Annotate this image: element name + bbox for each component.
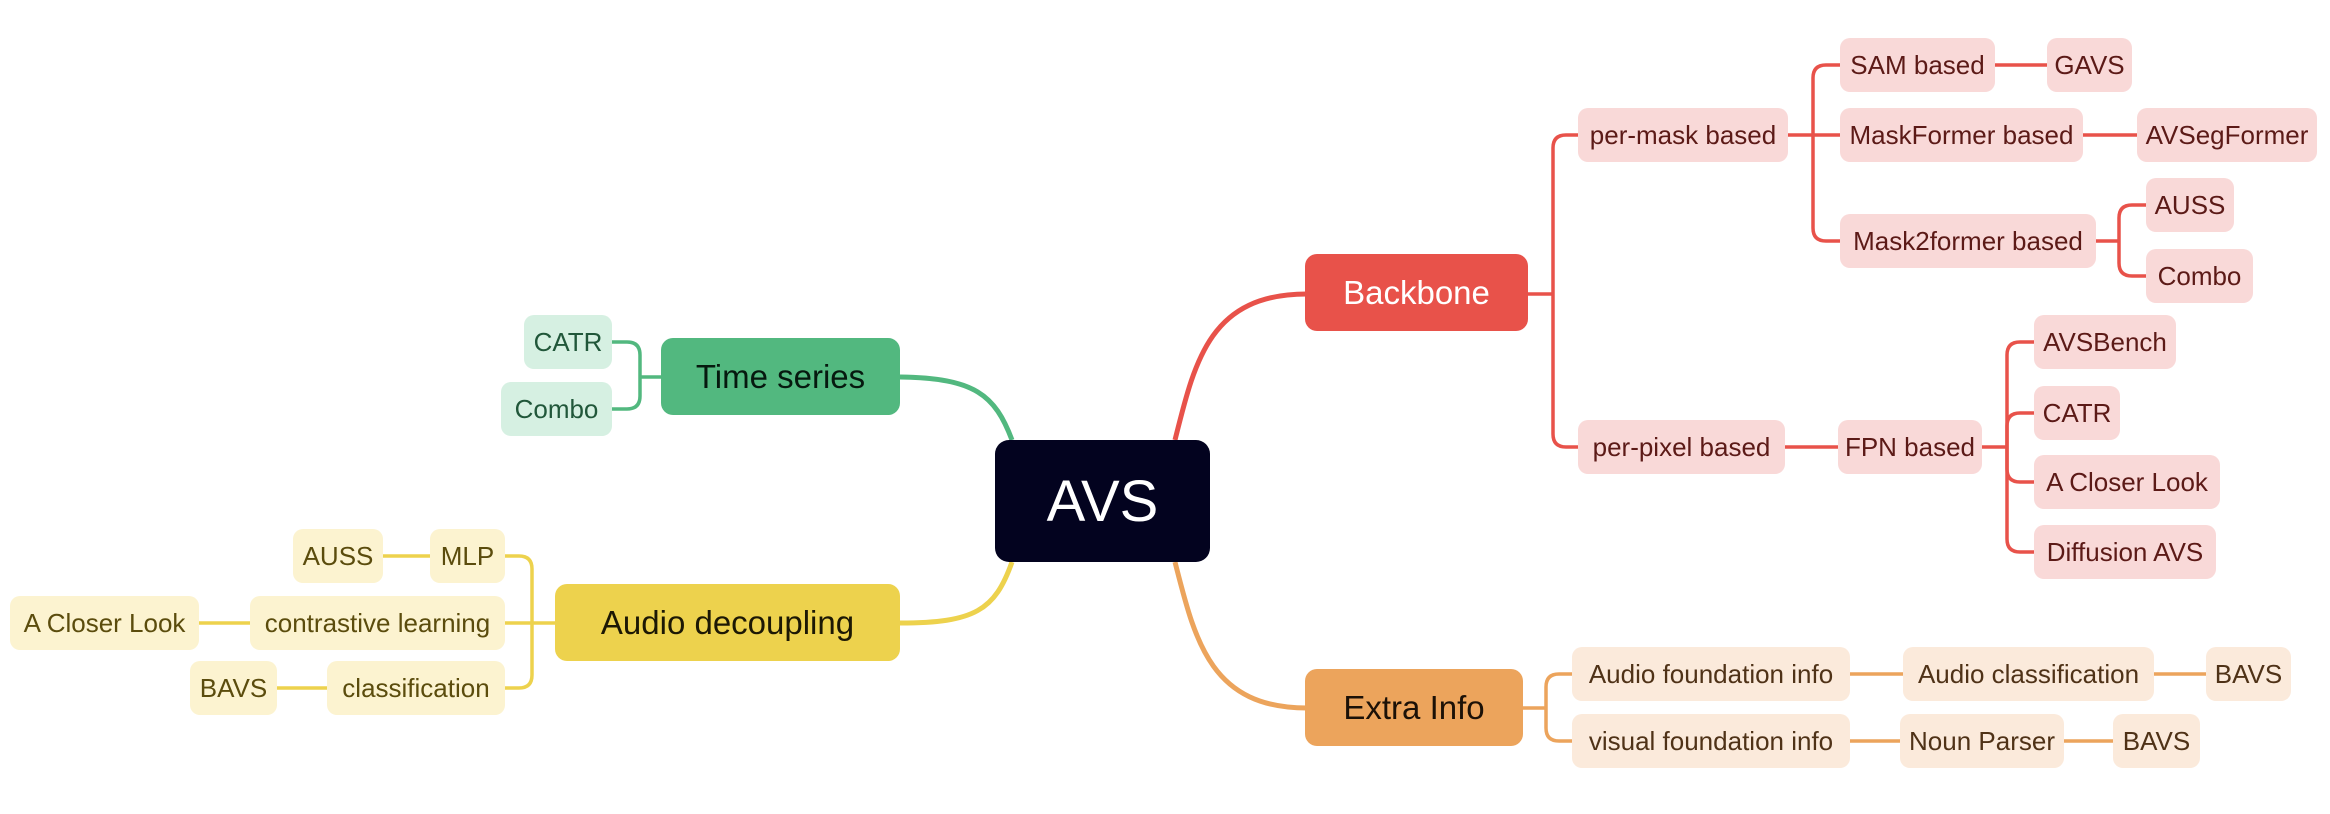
avsegformer-node[interactable]: AVSegFormer: [2137, 108, 2317, 162]
audio-decoupling-node[interactable]: Audio decoupling: [555, 584, 900, 661]
audio-classification-node[interactable]: Audio classification: [1903, 647, 2154, 701]
combo-node-time-series[interactable]: Combo: [501, 382, 612, 436]
link-root-extra-info: [1172, 561, 1308, 711]
classification-node[interactable]: classification: [327, 661, 505, 715]
auss-node[interactable]: AUSS: [2146, 178, 2234, 232]
audio-foundation-info-node[interactable]: Audio foundation info: [1572, 647, 1850, 701]
extra-info-node[interactable]: Extra Info: [1305, 669, 1523, 746]
catr-node[interactable]: CATR: [2034, 386, 2120, 440]
fpn-based-node[interactable]: FPN based: [1838, 420, 1982, 474]
diffusion-avs-node[interactable]: Diffusion AVS: [2034, 525, 2216, 579]
a-closer-look-node[interactable]: A Closer Look: [2034, 455, 2220, 509]
visual-foundation-info-node[interactable]: visual foundation info: [1572, 714, 1850, 768]
backbone-node[interactable]: Backbone: [1305, 254, 1528, 331]
per-pixel-based-node[interactable]: per-pixel based: [1578, 420, 1785, 474]
per-mask-based-node[interactable]: per-mask based: [1578, 108, 1788, 162]
auss-node-decoupling[interactable]: AUSS: [293, 529, 383, 583]
root-node[interactable]: AVS: [995, 440, 1210, 562]
gavs-node[interactable]: GAVS: [2047, 38, 2132, 92]
bavs-node-audio[interactable]: BAVS: [2206, 647, 2291, 701]
time-series-node[interactable]: Time series: [661, 338, 900, 415]
catr-node-time-series[interactable]: CATR: [524, 315, 612, 369]
mask2former-based-node[interactable]: Mask2former based: [1840, 214, 2096, 268]
link-root-audio-decoupling: [899, 561, 1015, 626]
sam-based-node[interactable]: SAM based: [1840, 38, 1995, 92]
bavs-node-decoupling[interactable]: BAVS: [190, 661, 277, 715]
link-root-backbone: [1172, 291, 1308, 441]
bavs-node-visual[interactable]: BAVS: [2113, 714, 2200, 768]
contrastive-learning-node[interactable]: contrastive learning: [250, 596, 505, 650]
avsbench-node[interactable]: AVSBench: [2034, 315, 2176, 369]
link-root-time-series: [899, 374, 1015, 441]
combo-node[interactable]: Combo: [2146, 249, 2253, 303]
maskformer-based-node[interactable]: MaskFormer based: [1840, 108, 2083, 162]
a-closer-look-node-decoupling[interactable]: A Closer Look: [10, 596, 199, 650]
mlp-node[interactable]: MLP: [430, 529, 505, 583]
noun-parser-node[interactable]: Noun Parser: [1900, 714, 2064, 768]
